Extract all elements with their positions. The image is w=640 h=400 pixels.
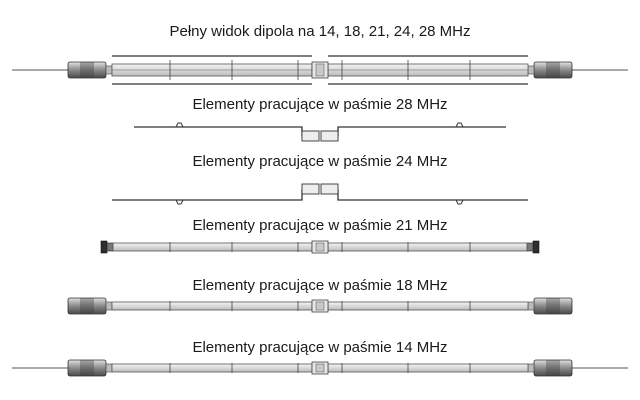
band-24mhz-elements [112, 183, 528, 205]
band-21mhz-elements [100, 240, 540, 254]
band-18mhz-elements [67, 297, 573, 315]
band-28mhz-elements [134, 122, 506, 142]
caption-21mhz: Elementy pracujące w paśmie 21 MHz [192, 217, 448, 234]
caption-28mhz: Elementy pracujące w paśmie 28 MHz [192, 96, 448, 113]
caption-18mhz: Elementy pracujące w paśmie 18 MHz [192, 277, 448, 294]
diagram-title: Pełny widok dipola na 14, 18, 21, 24, 28… [169, 23, 471, 40]
full-view-dipole [12, 55, 628, 85]
caption-14mhz: Elementy pracujące w paśmie 14 MHz [192, 339, 448, 356]
band-14mhz-elements [12, 359, 628, 377]
caption-24mhz: Elementy pracujące w paśmie 24 MHz [192, 153, 448, 170]
